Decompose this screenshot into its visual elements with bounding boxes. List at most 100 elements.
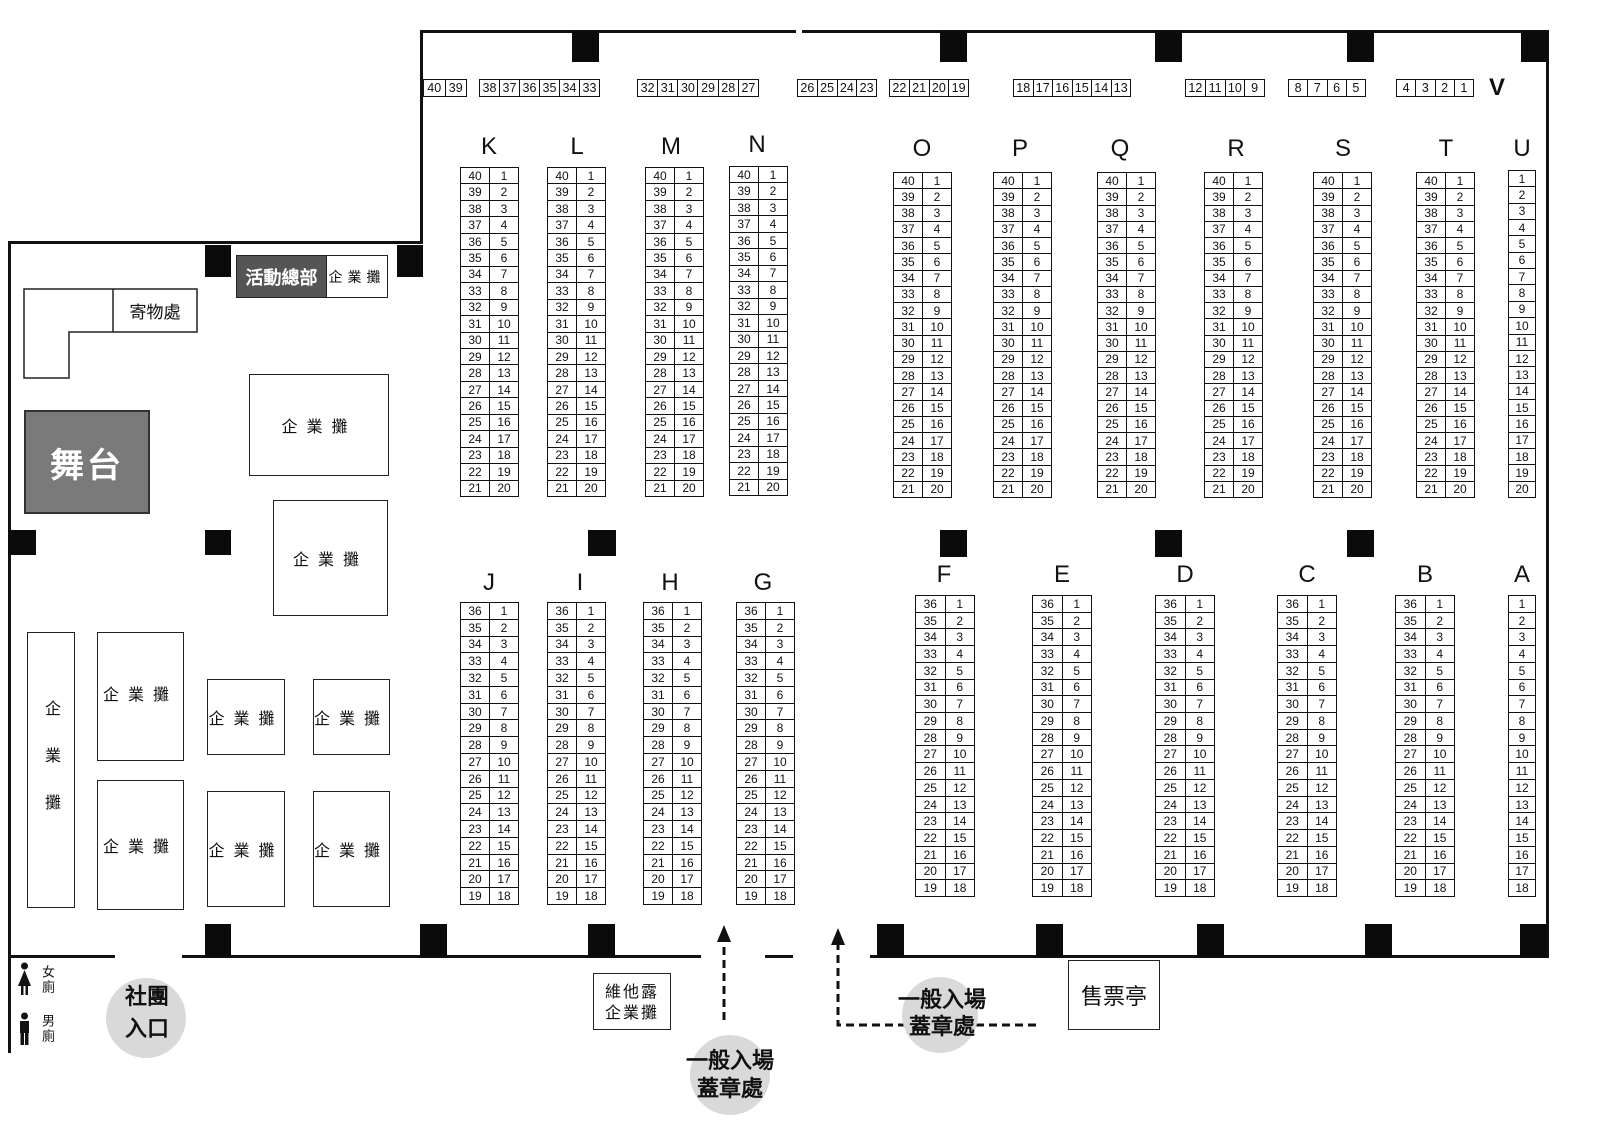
- booth-S-21: 21: [1314, 481, 1343, 498]
- booth-I-34: 34: [548, 636, 577, 654]
- booth-K-37: 37: [461, 217, 490, 234]
- booth-P-7: 7: [1023, 270, 1052, 287]
- enterprise-booth-tall: 企業攤: [27, 632, 75, 908]
- booth-N-13: 13: [759, 364, 788, 381]
- booth-E-26: 26: [1033, 763, 1063, 780]
- booth-V-26: 26: [798, 80, 818, 97]
- booth-E-4: 4: [1062, 646, 1092, 663]
- booth-Q-24: 24: [1098, 433, 1127, 450]
- booth-S-35: 35: [1314, 254, 1343, 271]
- booth-Q-35: 35: [1098, 254, 1127, 271]
- booth-N-24: 24: [730, 430, 759, 447]
- booth-S-25: 25: [1314, 416, 1343, 433]
- booth-S-10: 10: [1343, 319, 1372, 336]
- booth-T-13: 13: [1446, 368, 1475, 385]
- booth-M-33: 33: [646, 283, 675, 300]
- booth-A-18: 18: [1509, 880, 1536, 897]
- male-restroom-label: 男廁: [39, 1014, 54, 1044]
- booth-G-16: 16: [766, 854, 795, 872]
- booth-G-19: 19: [737, 888, 766, 905]
- booth-D-30: 30: [1156, 696, 1186, 714]
- booth-F-13: 13: [945, 796, 975, 814]
- booth-K-12: 12: [490, 348, 519, 366]
- booth-C-30: 30: [1278, 696, 1308, 714]
- booth-V-24: 24: [837, 80, 858, 97]
- booth-J-34: 34: [461, 636, 490, 654]
- booth-A-6: 6: [1509, 679, 1536, 697]
- booth-P-33: 33: [994, 286, 1023, 303]
- booth-E-18: 18: [1062, 880, 1092, 897]
- booth-N-39: 39: [730, 183, 759, 200]
- booth-D-31: 31: [1156, 679, 1186, 697]
- booth-O-12: 12: [923, 351, 952, 368]
- booth-I-35: 35: [548, 619, 577, 637]
- booth-U-13: 13: [1509, 367, 1536, 384]
- booth-Q-6: 6: [1127, 254, 1156, 271]
- booth-G-21: 21: [737, 854, 766, 872]
- booth-T-27: 27: [1417, 384, 1446, 401]
- booth-C-4: 4: [1307, 646, 1337, 663]
- booth-J-18: 18: [490, 888, 519, 905]
- booth-P-21: 21: [994, 481, 1023, 498]
- booth-N-23: 23: [730, 446, 759, 464]
- booth-E-3: 3: [1062, 629, 1092, 647]
- booth-F-12: 12: [945, 779, 975, 797]
- booth-D-24: 24: [1156, 796, 1186, 814]
- booth-Q-3: 3: [1127, 205, 1156, 222]
- booth-J-24: 24: [461, 804, 490, 822]
- booth-S-26: 26: [1314, 400, 1343, 417]
- booth-K-23: 23: [461, 447, 490, 465]
- row-label: J: [483, 569, 495, 596]
- booth-K-29: 29: [461, 348, 490, 366]
- booth-M-29: 29: [646, 348, 675, 366]
- booth-V-25: 25: [817, 80, 838, 97]
- booth-G-12: 12: [766, 787, 795, 805]
- club-entrance-label: 社團 入口: [97, 982, 197, 1046]
- booth-P-11: 11: [1023, 335, 1052, 352]
- booth-J-36: 36: [461, 603, 490, 620]
- enterprise-booth: 企業攤: [326, 255, 388, 298]
- booth-N-4: 4: [759, 216, 788, 233]
- booth-L-32: 32: [548, 299, 577, 317]
- booth-Q-40: 40: [1098, 173, 1127, 190]
- booth-I-13: 13: [577, 804, 606, 822]
- booth-E-6: 6: [1062, 679, 1092, 697]
- booth-D-17: 17: [1185, 863, 1215, 881]
- booth-E-30: 30: [1033, 696, 1063, 714]
- booth-C-34: 34: [1278, 629, 1308, 647]
- booth-Q-9: 9: [1127, 303, 1156, 320]
- booth-I-25: 25: [548, 787, 577, 805]
- booth-T-24: 24: [1417, 433, 1446, 450]
- booth-Q-32: 32: [1098, 303, 1127, 320]
- booth-C-11: 11: [1307, 763, 1337, 780]
- booth-G-10: 10: [766, 754, 795, 771]
- booth-B-11: 11: [1425, 763, 1455, 780]
- booth-J-15: 15: [490, 837, 519, 855]
- booth-D-15: 15: [1185, 830, 1215, 847]
- booth-I-5: 5: [577, 670, 606, 687]
- booth-F-31: 31: [916, 679, 946, 697]
- pillar: [572, 31, 599, 62]
- booth-Q-28: 28: [1098, 368, 1127, 385]
- booth-P-38: 38: [994, 205, 1023, 222]
- booth-B-1: 1: [1425, 596, 1455, 613]
- booth-T-14: 14: [1446, 384, 1475, 401]
- row-label: O: [912, 135, 932, 162]
- booth-M-4: 4: [675, 217, 704, 234]
- booth-D-12: 12: [1185, 779, 1215, 797]
- booth-K-7: 7: [490, 266, 519, 284]
- booth-Q-39: 39: [1098, 189, 1127, 206]
- booth-T-6: 6: [1446, 254, 1475, 271]
- booth-K-1: 1: [490, 168, 519, 185]
- booth-J-21: 21: [461, 854, 490, 872]
- booth-B-27: 27: [1396, 746, 1426, 764]
- booth-V-22: 22: [890, 80, 910, 97]
- booth-I-15: 15: [577, 837, 606, 855]
- booth-B-33: 33: [1396, 646, 1426, 663]
- booth-P-17: 17: [1023, 433, 1052, 450]
- booth-M-21: 21: [646, 480, 675, 497]
